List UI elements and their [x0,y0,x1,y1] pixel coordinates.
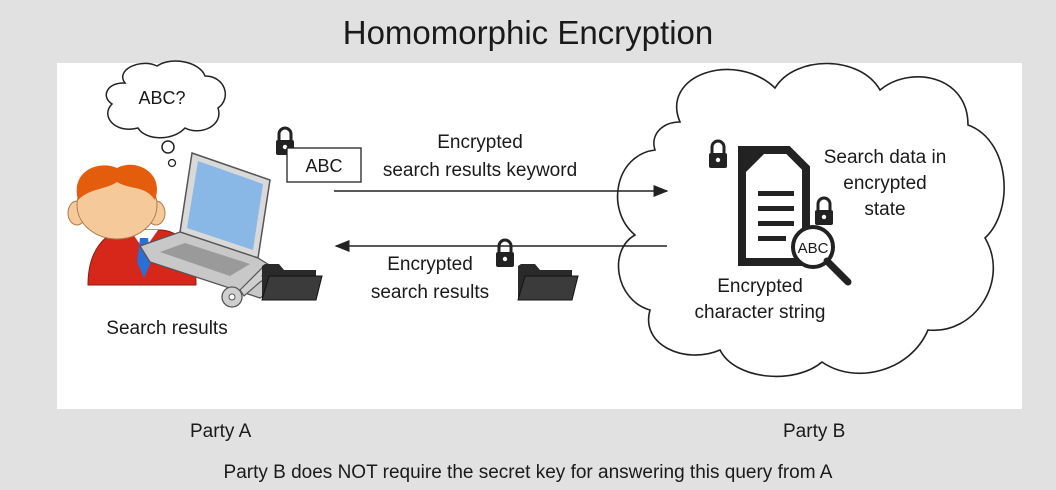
cloud-label-line1: Search data in [824,147,947,168]
party-b-label: Party B [783,421,846,442]
return-label-line2: search results [371,282,489,303]
party-a-label: Party A [190,421,252,442]
diagram-title: Homomorphic Encryption [342,14,714,51]
keyword-box-text: ABC [305,156,342,176]
doc-label-line1: Encrypted [717,276,803,297]
magnifier-icon [791,225,852,286]
magnifier-text: ABC [798,240,829,257]
footer-note: Party B does NOT require the secret key … [223,462,833,483]
cloud-label-line3: state [864,199,905,220]
keyword-box [286,147,362,183]
document-icon [738,146,810,266]
doc-label-line2: character string [695,302,826,323]
search-results-label: Search results [106,318,227,339]
folder-icon [517,263,579,301]
forward-label-line1: Encrypted [437,132,523,153]
cloud-label-line2: encrypted [843,173,926,194]
thought-text: ABC? [138,88,185,108]
key-icon [221,267,267,308]
padlock-icon [494,238,516,269]
forward-label-line2: search results keyword [383,160,577,181]
cloud-icon [616,62,1005,378]
folder-icon [261,263,323,301]
thought-bubble-icon [105,60,227,168]
return-label-line1: Encrypted [387,254,473,275]
